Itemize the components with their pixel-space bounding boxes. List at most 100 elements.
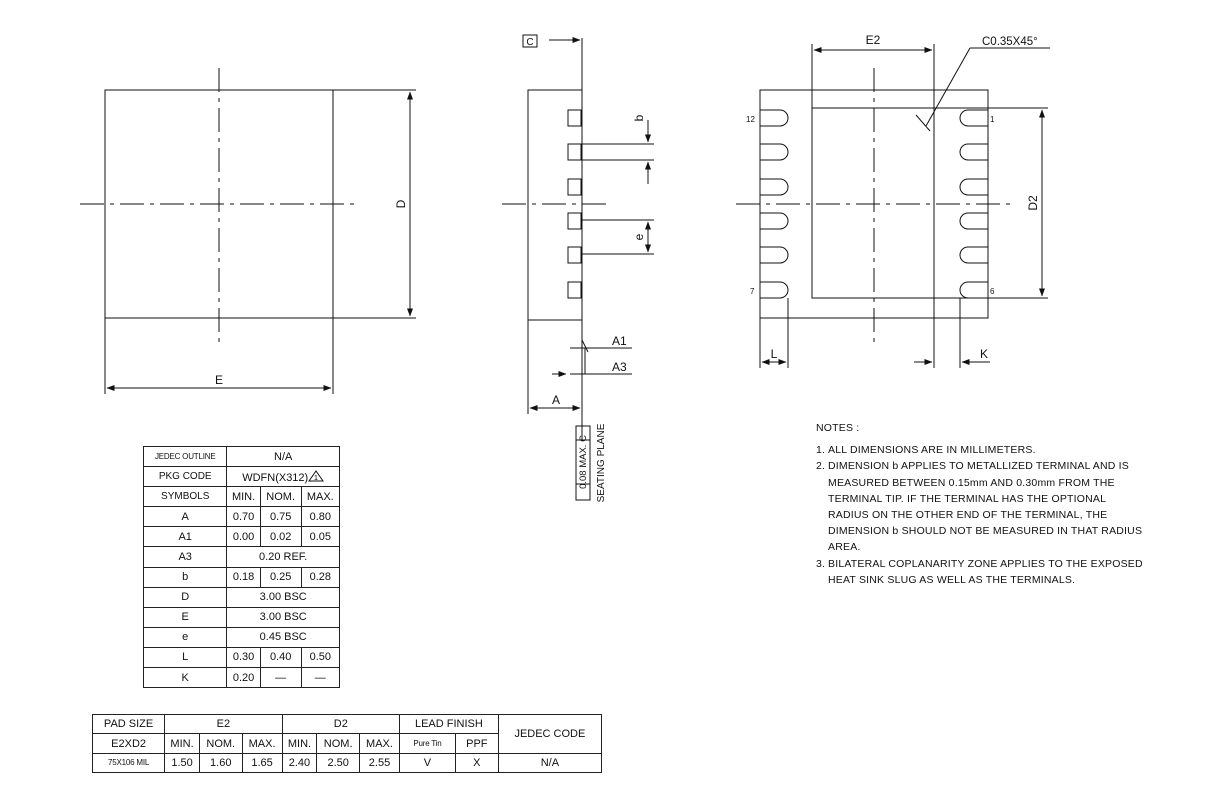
lead-finish-header: LEAD FINISH (399, 713, 499, 735)
table-row: 75X106 MIL 1.50 1.60 1.65 2.40 2.50 2.55… (91, 752, 603, 774)
notes-block: NOTES : 1. ALL DIMENSIONS ARE IN MILLIME… (816, 420, 1146, 588)
note-number: 2. (816, 460, 826, 473)
symbols-header: SYMBOLS (142, 486, 228, 508)
symbol-cell: b (142, 566, 228, 588)
min-cell: 0.20 (226, 667, 261, 689)
min-cell: 0.00 (226, 526, 261, 548)
ppf-header: PPF (454, 733, 499, 754)
pin-label-1: 1 (990, 115, 995, 124)
e2-header: E2 (164, 713, 283, 735)
d2-max-cell: 2.55 (358, 752, 401, 774)
side-terminal (567, 246, 582, 264)
e2xd2-header: E2XD2 (91, 733, 166, 754)
table-row: E 3.00 BSC (142, 606, 340, 628)
pin-label-7: 7 (750, 287, 755, 296)
table-row: e 0.45 BSC (142, 626, 340, 648)
exposed-pad (811, 107, 935, 299)
max-header: MAX. (300, 486, 341, 508)
note-text: DIMENSION b APPLIES TO METALLIZED TERMIN… (828, 460, 1143, 554)
label-e-pitch: e (632, 233, 646, 240)
left-pads (760, 109, 789, 299)
nom-cell: 0.75 (259, 506, 302, 528)
label-k: K (980, 347, 988, 361)
right-pads (959, 109, 988, 299)
d2-min-header: MIN. (281, 733, 318, 754)
table-row: K 0.20 — — (142, 667, 341, 689)
pin-label-6: 6 (990, 287, 995, 296)
min-header: MIN. (226, 486, 261, 508)
symbol-cell: L (142, 646, 228, 669)
pure-tin-cell: V (399, 752, 456, 774)
table-row: A1 0.00 0.02 0.05 (142, 526, 341, 548)
label-l: L (771, 347, 778, 361)
span-cell: 0.20 REF. (226, 546, 340, 568)
d2-header: D2 (281, 713, 401, 735)
nom-cell: 0.02 (259, 526, 302, 548)
symbol-cell: A1 (142, 526, 228, 548)
label-coplanarity: 0.08 MAX. C (578, 435, 589, 489)
symbol-cell: D (142, 586, 228, 608)
note-text: ALL DIMENSIONS ARE IN MILLIMETERS. (828, 444, 1036, 457)
side-terminal (567, 281, 582, 299)
label-a3: A3 (612, 360, 627, 374)
revision-mark: 1 (314, 475, 318, 482)
pin-label-12: 12 (746, 115, 755, 124)
side-view-body (527, 89, 583, 321)
side-terminal (567, 212, 582, 230)
side-terminal (567, 178, 582, 196)
pad-size-cell: 75X106 MIL (91, 752, 166, 774)
min-cell: 0.30 (226, 646, 261, 669)
d2-max-header: MAX. (358, 733, 401, 754)
table-row: A 0.70 0.75 0.80 (142, 506, 341, 528)
span-cell: 3.00 BSC (226, 586, 340, 608)
table-row: L 0.30 0.40 0.50 (142, 646, 341, 669)
label-chamfer: C0.35X45° (982, 36, 1038, 48)
nom-cell: — (259, 667, 302, 689)
label-datum-c: C (526, 37, 533, 48)
side-terminal (567, 143, 582, 161)
jedec-code-cell: N/A (497, 752, 603, 774)
note-item: 1. ALL DIMENSIONS ARE IN MILLIMETERS. (816, 442, 1146, 458)
pkg-code-label: PKG CODE (142, 466, 228, 488)
symbol-cell: A3 (142, 546, 228, 568)
ppf-cell: X (454, 752, 499, 774)
e2-max-cell: 1.65 (241, 752, 283, 774)
d2-nom-cell: 2.50 (316, 752, 360, 774)
note-text: BILATERAL COPLANARITY ZONE APPLIES TO TH… (828, 557, 1143, 586)
max-cell: 0.05 (300, 526, 341, 548)
jedec-code-header: JEDEC CODE (497, 714, 603, 754)
symbol-cell: A (142, 506, 228, 528)
d2-min-cell: 2.40 (281, 752, 318, 774)
note-number: 1. (816, 444, 826, 457)
table-row: b 0.18 0.25 0.28 (142, 566, 341, 588)
span-cell: 3.00 BSC (226, 606, 340, 628)
e2-nom-header: NOM. (198, 733, 243, 754)
revision-triangle-icon: 1 (308, 469, 325, 482)
d2-nom-header: NOM. (316, 733, 360, 754)
min-cell: 0.70 (226, 506, 261, 528)
coplanarity-frame (575, 425, 591, 501)
note-item: 2. DIMENSION b APPLIES TO METALLIZED TER… (816, 458, 1146, 555)
dimension-table: JEDEC OUTLINE N/A PKG CODE WDFN(X312)1 S… (142, 445, 341, 689)
side-terminal (567, 109, 582, 127)
notes-header: NOTES : (816, 422, 860, 434)
e2-min-header: MIN. (164, 733, 200, 754)
symbol-cell: K (142, 667, 228, 689)
label-e2: E2 (866, 33, 881, 47)
jedec-outline-value: N/A (226, 445, 340, 468)
max-cell: 0.80 (300, 506, 341, 528)
pkg-code-cell: WDFN(X312)1 (226, 466, 340, 488)
symbol-cell: e (142, 626, 228, 648)
table-row: A3 0.20 REF. (142, 546, 340, 568)
label-a: A (552, 393, 560, 407)
side-view (502, 34, 654, 501)
span-cell: 0.45 BSC (226, 626, 340, 648)
label-b: b (632, 114, 646, 121)
label-d2: D2 (1026, 195, 1040, 211)
e2-min-cell: 1.50 (164, 752, 200, 774)
bottom-view (736, 44, 1050, 368)
note-item: 3. BILATERAL COPLANARITY ZONE APPLIES TO… (816, 556, 1146, 588)
max-cell: 0.50 (300, 646, 341, 669)
min-cell: 0.18 (226, 566, 261, 588)
